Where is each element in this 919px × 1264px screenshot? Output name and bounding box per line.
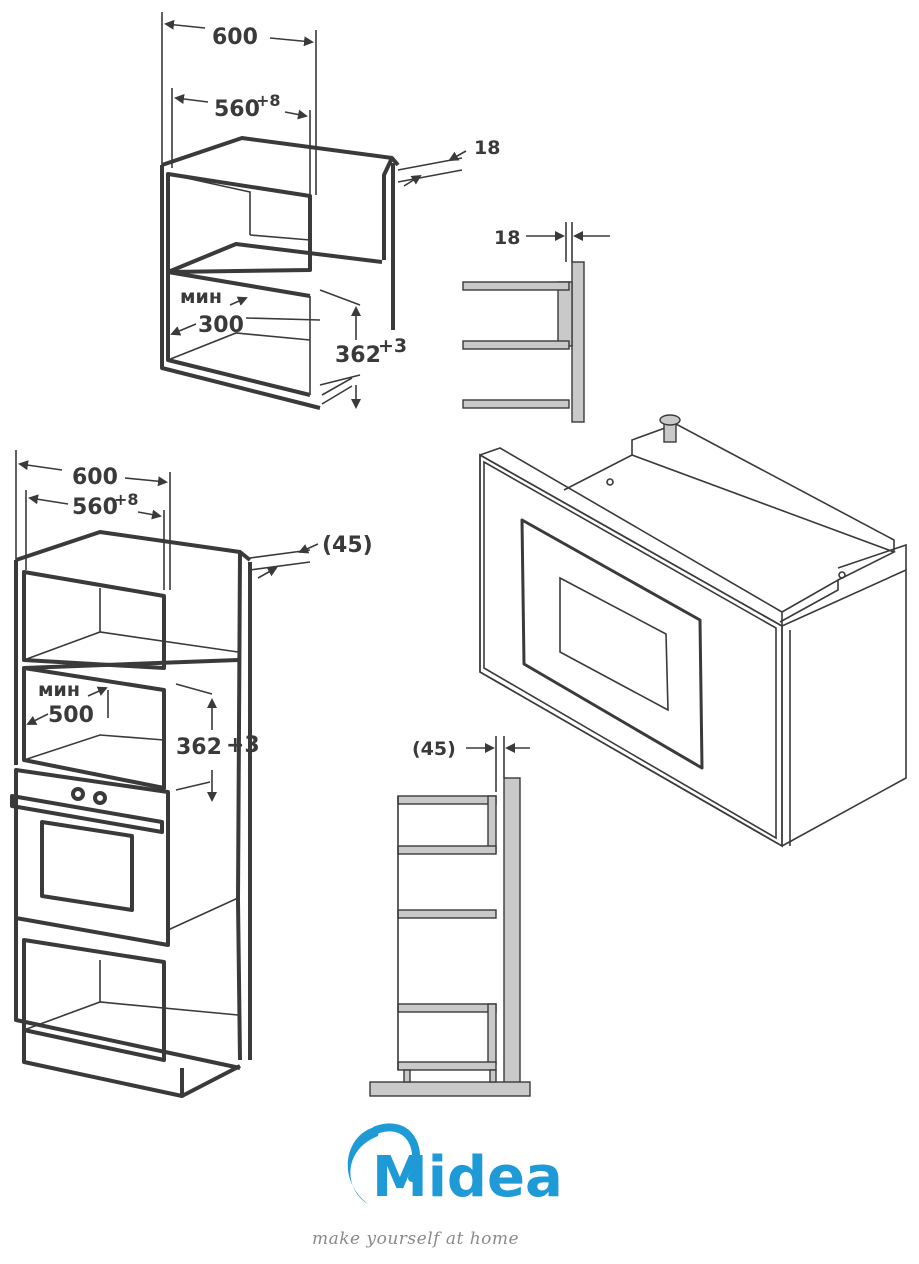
top-niche-height-label: 362 — [335, 343, 381, 368]
oven-knob-left — [71, 787, 85, 801]
midea-logo: Midea make yourself at home — [312, 1123, 563, 1249]
oven-window — [40, 820, 134, 912]
brand-name: Midea — [372, 1145, 563, 1210]
detail-shelf-middle — [462, 340, 570, 350]
tall-detail-shelf-4 — [397, 1003, 497, 1013]
tall-detail-gap-label: (45) — [412, 738, 456, 760]
tall-detail-shelf-3 — [397, 909, 497, 919]
tall-detail-leg-2 — [489, 1069, 497, 1083]
tall-detail-leg-1 — [403, 1069, 411, 1083]
tall-min-label: мин — [38, 679, 80, 701]
top-width-inner-label: 560 — [214, 97, 260, 122]
brand-tagline: make yourself at home — [312, 1229, 519, 1249]
detail-shelf-top — [462, 281, 570, 291]
logo-swoosh-top — [372, 1123, 421, 1182]
logo-swoosh-left — [347, 1126, 380, 1204]
top-cabinet-drawing: 600 560 +8 18 мин 300 362 +3 — [160, 12, 500, 410]
tall-side-detail: (45) — [369, 736, 531, 1097]
tall-niche-height-label: 362 — [176, 735, 222, 760]
microwave-drawing — [479, 414, 907, 848]
microwave-door-frame — [520, 518, 704, 770]
top-width-inner-tolerance: +8 — [256, 91, 281, 110]
tall-detail-side-2 — [487, 1003, 497, 1065]
tall-detail-wall — [503, 777, 521, 1089]
tall-detail-side-1 — [487, 795, 497, 853]
top-width-outer-label: 600 — [212, 25, 258, 50]
tall-width-outer-label: 600 — [72, 465, 118, 490]
tall-width-inner-label: 560 — [72, 495, 118, 520]
top-side-detail: 18 — [462, 222, 610, 423]
oven-knob-right — [93, 791, 107, 805]
tall-gap-label: (45) — [322, 533, 373, 558]
top-panel-thickness-label: 18 — [474, 137, 500, 159]
top-min-value-label: 300 — [198, 313, 244, 338]
detail-panel-thickness-label: 18 — [494, 227, 520, 249]
top-niche-height-tolerance: +3 — [378, 335, 407, 357]
microwave-window — [559, 576, 669, 712]
tall-min-value-label: 500 — [48, 703, 94, 728]
tall-detail-shelf-5 — [397, 1061, 497, 1071]
detail-wall — [571, 261, 585, 423]
oven-body — [14, 768, 170, 947]
detail-shelf-bottom — [462, 399, 570, 409]
tall-detail-shelf-1 — [397, 795, 497, 805]
tall-cabinet-drawing: 600 560 +8 (45) мин 500 362 +3 — [10, 450, 373, 1098]
tall-width-inner-tolerance: +8 — [114, 490, 139, 509]
top-min-label: мин — [180, 286, 222, 308]
tall-detail-floor — [369, 1081, 531, 1097]
tall-detail-shelf-2 — [397, 845, 497, 855]
tall-niche-height-tolerance: +3 — [226, 733, 260, 758]
oven-handle — [10, 794, 164, 834]
detail-side-panel — [557, 281, 573, 347]
